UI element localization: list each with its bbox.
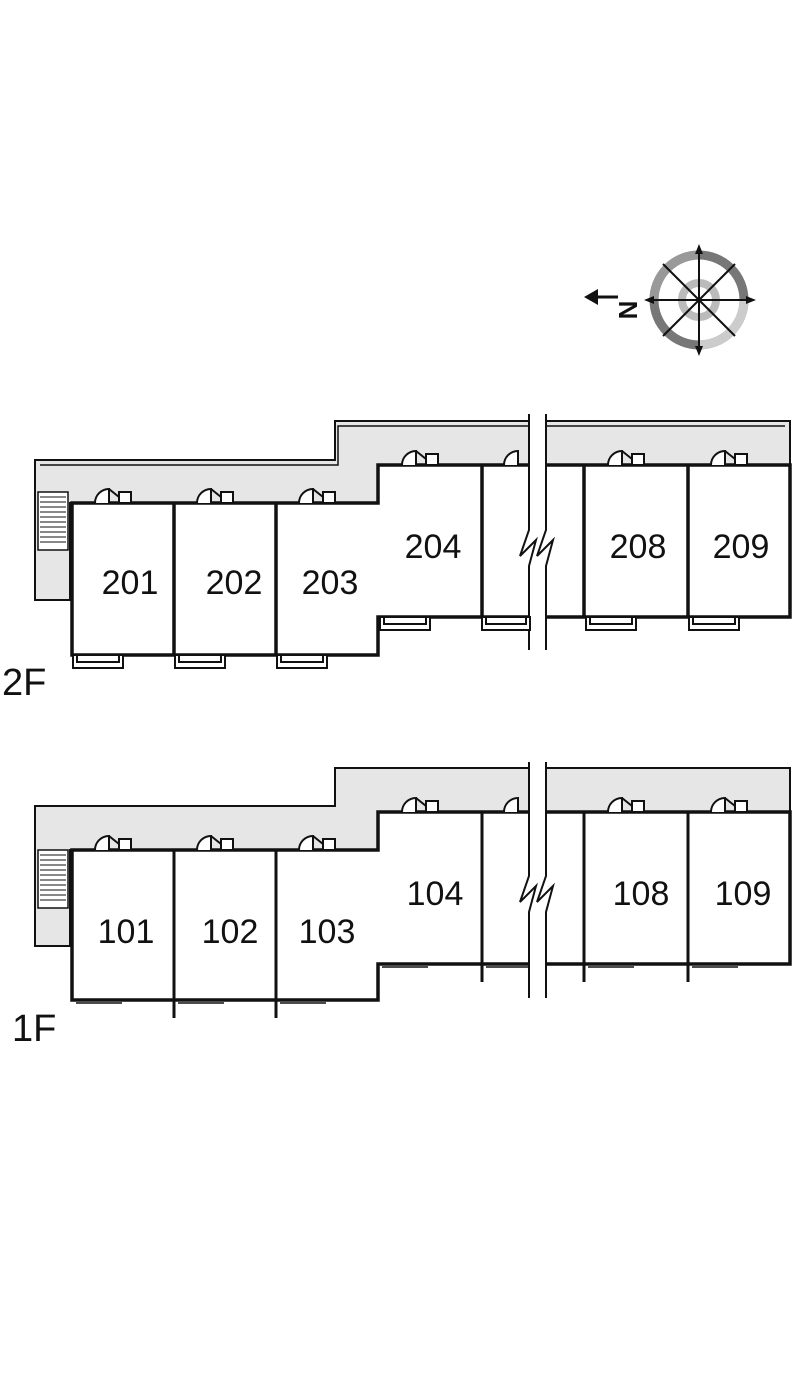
unit-number: 209	[713, 528, 770, 566]
staircase-2f	[37, 491, 69, 551]
unit-number: 203	[302, 564, 359, 602]
floor-1f: 101 102 103 104 108 109 1F	[12, 762, 792, 1050]
break-mark-2f	[519, 414, 555, 650]
floor-label-1f: 1F	[12, 1008, 56, 1050]
unit-number: 109	[715, 875, 772, 913]
compass-icon	[584, 244, 756, 356]
unit-number: 202	[206, 564, 263, 602]
break-mark-1f	[519, 762, 555, 998]
unit-number: 108	[613, 875, 670, 913]
unit-number: 104	[407, 875, 464, 913]
unit-number: 208	[610, 528, 667, 566]
windows-1f	[76, 966, 738, 1004]
door-icons-1f	[94, 796, 748, 851]
floor-label-2f: 2F	[2, 662, 46, 704]
staircase-1f	[37, 849, 69, 909]
unit-number: 103	[299, 913, 356, 951]
compass-north-letter: N	[613, 301, 643, 320]
unit-number: 201	[102, 564, 159, 602]
balconies-2f	[72, 616, 740, 669]
unit-number: 101	[98, 913, 155, 951]
door-icons-2f	[94, 449, 748, 504]
unit-number: 102	[202, 913, 259, 951]
unit-number: 204	[405, 528, 462, 566]
floor-2f: 201 202 203 204 208 209 2F	[2, 414, 792, 704]
